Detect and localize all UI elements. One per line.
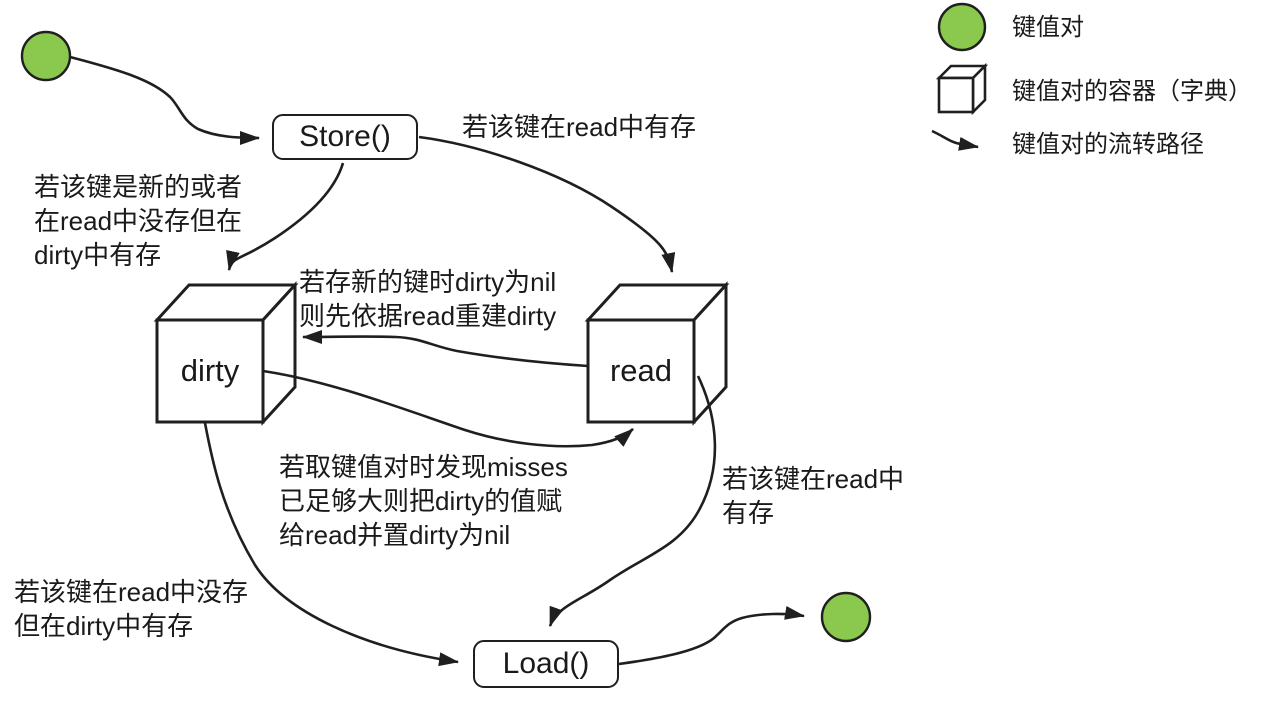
annotation-store-to-read: 若该键在read中有存	[462, 112, 697, 142]
edge-dirty-to-load	[203, 422, 459, 667]
legend-container-cube-icon	[935, 62, 989, 116]
annotation-dirty-to-read: 若取键值对时发现misses 已足够大则把dirty的值赋 给read并置dir…	[279, 452, 568, 550]
edge-dirty-to-read	[262, 369, 634, 448]
annotation-store-to-dirty: 若该键是新的或者 在read中没存但在 dirty中有存	[34, 172, 243, 270]
key-value-start-circle	[20, 30, 72, 82]
load-node: Load()	[473, 640, 619, 688]
legend-label-flow-path: 键值对的流转路径	[1012, 131, 1204, 158]
key-value-end-circle	[820, 591, 872, 643]
annotation-read-to-dirty: 若存新的键时dirty为nil 则先依据read重建dirty	[299, 267, 557, 331]
edge-read-to-load	[548, 375, 717, 627]
legend-label-key-value: 键值对	[1012, 14, 1084, 41]
annotation-read-to-load: 若该键在read中 有存	[722, 464, 905, 528]
annotation-dirty-to-load: 若该键在read中没存 但在dirty中有存	[14, 577, 249, 641]
edge-start-to-store	[69, 55, 260, 145]
store-node: Store()	[272, 114, 418, 160]
edge-store-to-dirty	[226, 162, 345, 271]
edge-read-to-dirty	[302, 329, 589, 368]
dirty-cube	[153, 281, 299, 426]
legend-flow-arrow-icon	[931, 129, 979, 151]
legend-key-value-circle-icon	[937, 2, 987, 52]
edge-load-to-end	[618, 605, 805, 666]
legend-label-container: 键值对的容器（字典）	[1012, 78, 1252, 105]
read-cube	[584, 281, 730, 426]
edge-store-to-read	[418, 135, 676, 273]
